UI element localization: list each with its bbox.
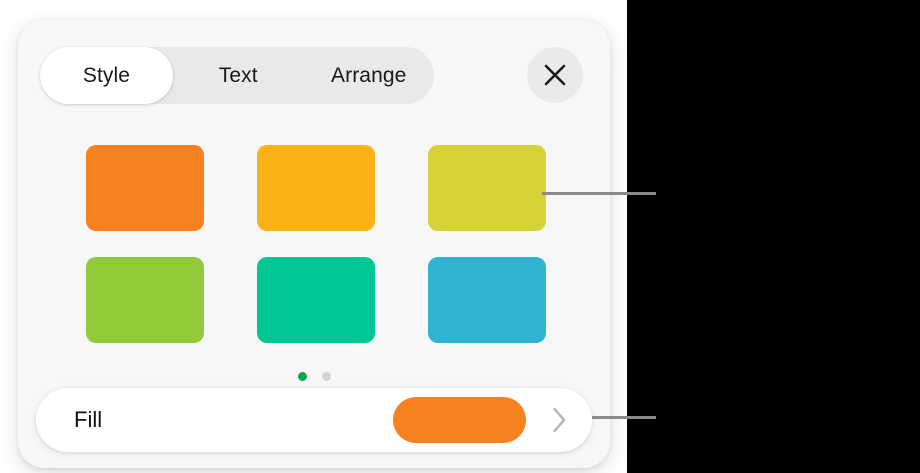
style-swatch-orange[interactable] xyxy=(86,145,204,231)
style-swatch-blue[interactable] xyxy=(428,257,546,343)
callout-line-fill xyxy=(592,416,656,419)
style-swatch-amber[interactable] xyxy=(257,145,375,231)
format-popover: Style Text Arrange xyxy=(18,20,610,468)
fill-label: Fill xyxy=(74,407,103,432)
chevron-right-icon xyxy=(548,403,570,437)
page-dot-1[interactable] xyxy=(297,372,307,381)
style-swatch-yellow-green[interactable] xyxy=(428,145,546,231)
tab-arrange-label: Arrange xyxy=(331,63,407,87)
close-button[interactable] xyxy=(527,47,583,103)
fill-row[interactable]: Fill xyxy=(36,388,592,452)
close-icon xyxy=(542,62,568,88)
page-dot-2[interactable] xyxy=(321,372,331,381)
tab-text[interactable]: Text xyxy=(173,47,304,104)
page-indicator xyxy=(18,372,610,381)
style-swatch-grid xyxy=(86,145,546,343)
style-swatch-green[interactable] xyxy=(86,257,204,343)
segmented-tab-control[interactable]: Style Text Arrange xyxy=(40,47,434,104)
tab-style[interactable]: Style xyxy=(40,47,173,104)
popover-header: Style Text Arrange xyxy=(18,20,610,116)
tab-text-label: Text xyxy=(218,63,258,87)
callout-line-styles xyxy=(542,192,656,195)
tab-arrange[interactable]: Arrange xyxy=(303,47,434,104)
fill-color-swatch[interactable] xyxy=(393,397,526,443)
tab-style-label: Style xyxy=(82,63,131,87)
style-swatch-teal[interactable] xyxy=(257,257,375,343)
